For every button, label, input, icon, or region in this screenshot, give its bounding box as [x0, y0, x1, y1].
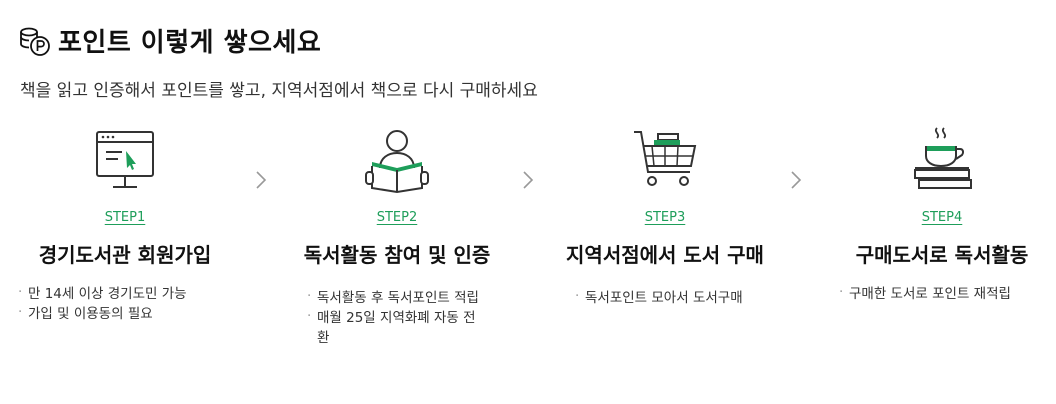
- step-1: STEP1 경기도서관 회원가입 만 14세 이상 경기도민 가능 가입 및 이…: [0, 124, 255, 324]
- step-heading: 독서활동 참여 및 인증: [303, 243, 491, 267]
- step-2: STEP2 독서활동 참여 및 인증 독서활동 후 독서포인트 적립 매월 25…: [267, 124, 527, 348]
- point-coins-icon: [20, 27, 50, 56]
- chevron-right-icon: [523, 171, 534, 189]
- step-4: STEP4 구매도서로 독서활동 구매한 도서로 포인트 재적립: [812, 124, 1056, 304]
- step-description: 구매한 도서로 포인트 재적립: [839, 282, 1056, 304]
- step-description: 독서활동 후 독서포인트 적립 매월 25일 지역화폐 자동 전환: [307, 286, 487, 348]
- step-label[interactable]: STEP2: [376, 210, 418, 225]
- monitor-cursor-icon: [96, 131, 154, 188]
- reading-person-icon: [365, 130, 429, 194]
- desc-item: 만 14세 이상 경기도민 가능: [18, 282, 255, 304]
- shopping-cart-books-icon: [634, 131, 697, 186]
- step-3: STEP3 지역서점에서 도서 구매 독서포인트 모아서 도서구매: [535, 124, 795, 308]
- step-heading: 지역서점에서 도서 구매: [566, 243, 764, 267]
- coffee-books-icon: [914, 127, 972, 189]
- step-description: 독서포인트 모아서 도서구매: [575, 286, 755, 308]
- desc-item: 구매한 도서로 포인트 재적립: [839, 282, 1056, 304]
- step-label[interactable]: STEP3: [644, 210, 686, 225]
- desc-item: 독서활동 후 독서포인트 적립: [307, 286, 487, 308]
- desc-item: 매월 25일 지역화폐 자동 전환: [307, 306, 487, 348]
- step-description: 만 14세 이상 경기도민 가능 가입 및 이용동의 필요: [18, 282, 255, 324]
- section-header: 포인트 이렇게 쌓으세요: [18, 22, 321, 59]
- desc-item: 독서포인트 모아서 도서구매: [575, 286, 755, 308]
- desc-item: 가입 및 이용동의 필요: [18, 302, 255, 324]
- step-heading: 구매도서로 독서활동: [855, 243, 1029, 267]
- page-subtitle: 책을 읽고 인증해서 포인트를 쌓고, 지역서점에서 책으로 다시 구매하세요: [20, 81, 538, 101]
- chevron-right-icon: [256, 171, 267, 189]
- step-label[interactable]: STEP1: [104, 210, 146, 225]
- step-label[interactable]: STEP4: [921, 210, 963, 225]
- page-title: 포인트 이렇게 쌓으세요: [58, 28, 322, 58]
- step-heading: 경기도서관 회원가입: [38, 243, 212, 267]
- chevron-right-icon: [791, 171, 802, 189]
